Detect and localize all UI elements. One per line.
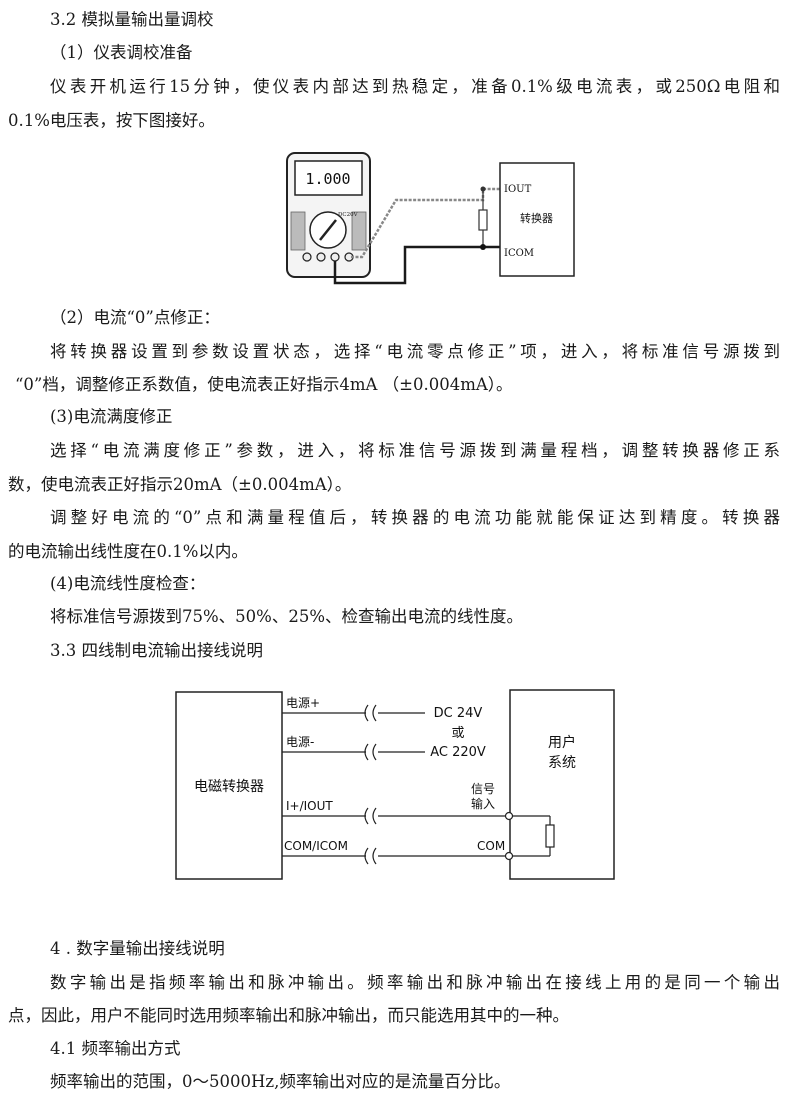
user-system-line2: 系统 — [548, 755, 576, 771]
paragraph-full-line2: 数，使电流表正好指示20mA（±0.004mA）。 — [8, 475, 352, 494]
terminal-icon — [302, 252, 312, 262]
com-icom-label: COM/ICOM — [284, 839, 348, 853]
subheading-linearity: (4)电流线性度检查： — [50, 574, 206, 593]
dial-label: DC20V — [338, 212, 359, 218]
section-heading-4: 4 . 数字量输出接线说明 — [50, 939, 225, 958]
converter-box — [499, 162, 575, 277]
iout-label: I+/IOUT — [286, 799, 333, 813]
power-minus-label: 电源- — [286, 735, 314, 749]
paragraph-after-line2: 的电流输出线性度在0.1%以内。 — [8, 542, 248, 561]
supply-ac-label: AC 220V — [430, 745, 486, 760]
supply-dc-label: DC 24V — [434, 706, 483, 721]
paragraph-zero-line2: “0”档，调整修正系数值，使电流表正好指示4mA （±0.004mA）。 — [15, 375, 513, 394]
meter-display — [294, 160, 363, 196]
probe-wire-black — [333, 245, 500, 285]
subheading-prep: （1）仪表调校准备 — [50, 43, 193, 62]
meter-wiring-diagram: 1.000 DC20V IOUT 转换器 ICOM — [286, 152, 575, 285]
meter-reading: 1.000 — [305, 170, 350, 188]
section-heading-3-2: 3.2 模拟量输出量调校 — [50, 10, 214, 29]
paragraph-digital-line2: 点，因此，用户不能同时选用频率输出和脉冲输出，而只能选用其中的一种。 — [8, 1006, 569, 1025]
em-converter-box — [175, 691, 283, 880]
signal-input-line1: 信号 — [471, 782, 495, 796]
probe-wire-grey — [351, 187, 500, 259]
subheading-full: (3)电流满度修正 — [50, 407, 173, 426]
subheading-zero: （2）电流“0”点修正： — [50, 308, 220, 327]
line-break-icon — [364, 743, 377, 761]
user-system-line1: 用户 — [548, 734, 576, 751]
terminal-icon — [504, 851, 514, 861]
terminal-icom-label: ICOM — [504, 248, 534, 259]
terminal-iout-label: IOUT — [504, 184, 532, 195]
section-heading-4-1: 4.1 频率输出方式 — [50, 1039, 181, 1058]
paragraph-prep-line2: 0.1%电压表，按下图接好。 — [8, 111, 215, 130]
line-break-icon — [364, 807, 377, 825]
paragraph-after-line1: 调整好电流的“0”点和满量程值后，转换器的电流功能就能保证达到精度。转换器 — [50, 508, 780, 527]
paragraph-frequency: 频率输出的范围，0～5000Hz,频率输出对应的是流量百分比。 — [50, 1072, 511, 1091]
paragraph-digital-line1: 数字输出是指频率输出和脉冲输出。频率输出和脉冲输出在接线上用的是同一个输出 — [50, 973, 780, 992]
converter-label: 转换器 — [520, 211, 553, 225]
line-break-icon — [364, 847, 377, 865]
terminal-icon — [330, 252, 340, 262]
line-break-icon — [364, 704, 377, 722]
terminal-icon — [316, 252, 326, 262]
paragraph-linearity: 将标准信号源拨到75%、50%、25%、检查输出电流的线性度。 — [50, 607, 524, 626]
paragraph-prep-line1: 仪表开机运行15分钟，使仪表内部达到热稳定，准备0.1%级电流表，或250Ω电阻… — [50, 77, 780, 96]
user-system-box — [509, 689, 615, 880]
resistor-icon — [478, 209, 488, 231]
paragraph-full-line1: 选择“电流满度修正”参数，进入，将标准信号源拨到满量程档，调整转换器修正系 — [50, 441, 780, 460]
four-wire-diagram: 电磁转换器 用户 系统 电源+ 电源- DC 24V 或 AC 220V 信号 … — [175, 689, 615, 880]
paragraph-zero-line1: 将转换器设置到参数设置状态，选择“电流零点修正”项，进入，将标准信号源拨到 — [50, 342, 780, 361]
signal-input-line2: 输入 — [471, 796, 495, 811]
terminal-icon — [504, 811, 514, 821]
em-converter-label: 电磁转换器 — [194, 778, 264, 795]
com-right-label: COM — [477, 839, 505, 853]
section-heading-3-3: 3.3 四线制电流输出接线说明 — [50, 641, 263, 660]
resistor-icon — [545, 824, 555, 848]
power-plus-label: 电源+ — [286, 696, 320, 710]
supply-or-label: 或 — [451, 726, 464, 741]
